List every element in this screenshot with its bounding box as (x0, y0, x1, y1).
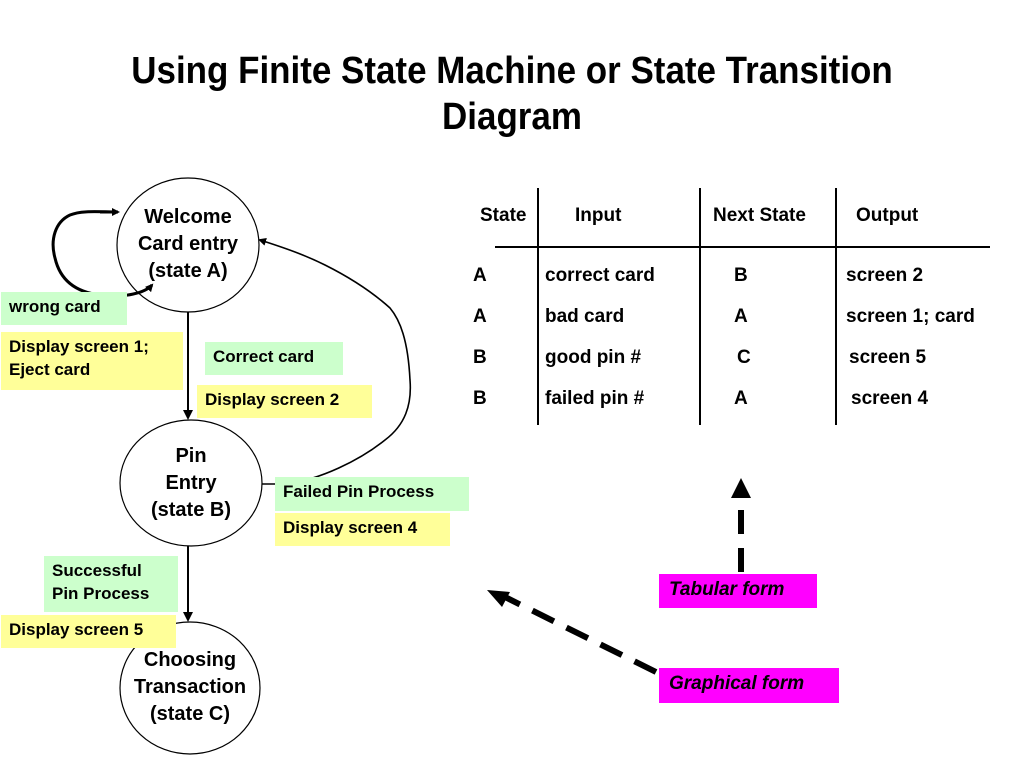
label-successful-pin-process: Successful Pin Process (44, 556, 178, 612)
tabular-arrow-head (731, 478, 751, 498)
state-a-line-3: (state A) (148, 260, 228, 282)
table-cell: screen 4 (851, 388, 929, 409)
table-cell: C (737, 347, 751, 368)
table-cell: B (473, 388, 487, 409)
state-c-line-2: Transaction (133, 676, 247, 698)
table-header-output: Output (856, 205, 919, 226)
table-cell: B (473, 347, 487, 368)
title-line-1: Using Finite State Machine or State Tran… (131, 50, 893, 92)
state-b-line-2: Entry (165, 472, 217, 494)
state-b: Pin Entry (state B) (121, 443, 261, 524)
graphical-arrow-head (487, 590, 510, 607)
table-cell: bad card (545, 306, 625, 327)
label-display-screen-1: Display screen 1; Eject card (1, 332, 183, 390)
label-display-screen-1-line-1: Display screen 1; (9, 337, 149, 356)
tabular-form-callout: Tabular form (659, 574, 817, 608)
table-cell: correct card (545, 265, 655, 286)
table-cell: good pin # (545, 347, 642, 368)
arrow-b-to-a (258, 238, 412, 485)
state-b-circle (119, 419, 263, 547)
table-cell: A (734, 306, 748, 327)
label-display-screen-5: Display screen 5 (1, 615, 176, 648)
table-cell: A (473, 306, 487, 327)
label-wrong-card: wrong card (1, 292, 127, 325)
state-c: Choosing Transaction (state C) (120, 647, 260, 728)
table-cell: A (734, 388, 748, 409)
state-a: Welcome Card entry (state A) (118, 204, 258, 285)
table-header-input: Input (575, 205, 622, 226)
state-c-circle (119, 621, 261, 755)
table-cell: failed pin # (545, 388, 645, 409)
state-b-line-1: Pin (175, 445, 207, 467)
table-cell: B (734, 265, 748, 286)
table-cell: screen 1; card (846, 306, 975, 327)
table-cell: screen 5 (849, 347, 927, 368)
state-b-line-3: (state B) (150, 499, 231, 521)
table-header-state: State (480, 205, 527, 226)
graphical-dashed-arrow (503, 594, 658, 675)
label-failed-pin-process: Failed Pin Process (275, 477, 469, 511)
state-a-line-2: Card entry (137, 233, 239, 255)
state-c-line-3: (state C) (149, 703, 230, 725)
label-display-screen-2: Display screen 2 (197, 385, 372, 418)
label-display-screen-1-line-2: Eject card (9, 360, 91, 379)
label-successful-line-2: Pin Process (52, 584, 150, 603)
label-correct-card: Correct card (205, 342, 343, 375)
state-c-line-1: Choosing (143, 649, 237, 671)
table-header-next-state: Next State (713, 205, 806, 226)
label-successful-line-1: Successful (52, 561, 142, 580)
graphical-form-callout: Graphical form (659, 668, 839, 703)
label-display-screen-4: Display screen 4 (275, 513, 450, 546)
page-title: Using Finite State Machine or State Tran… (78, 48, 946, 140)
table-cell: screen 2 (846, 265, 924, 286)
state-a-line-1: Welcome (144, 206, 232, 228)
table-cell: A (473, 265, 487, 286)
title-line-2: Diagram (442, 96, 582, 138)
